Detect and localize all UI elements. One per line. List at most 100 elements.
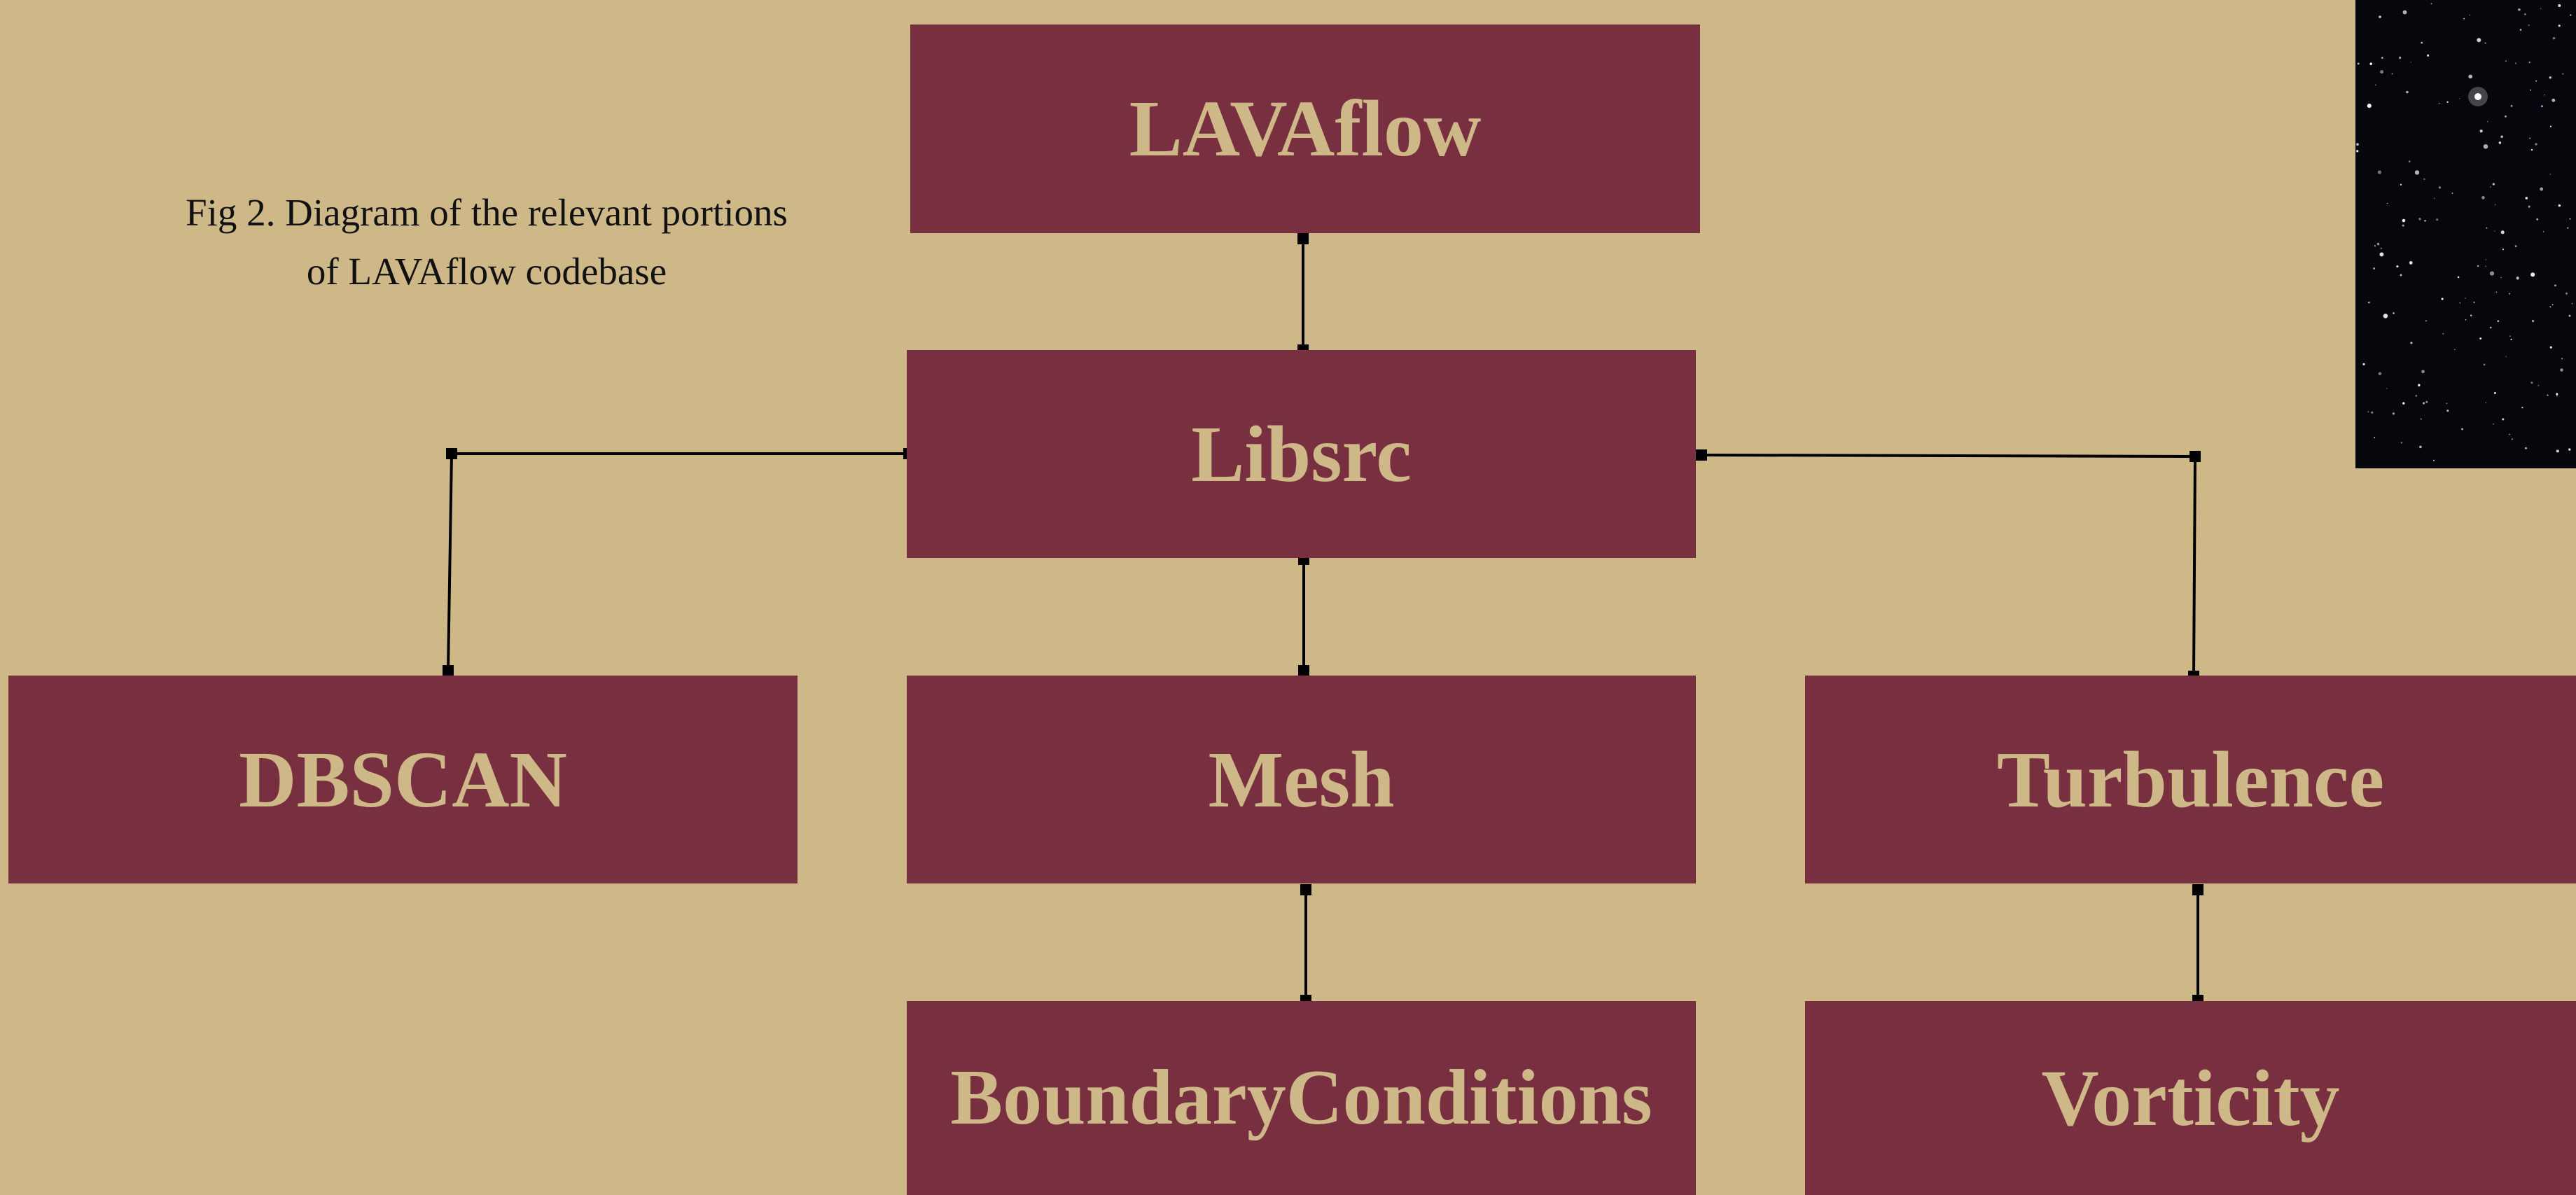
- star: [2498, 141, 2502, 144]
- star: [2484, 42, 2486, 44]
- star: [2362, 363, 2365, 365]
- star: [2479, 130, 2483, 133]
- star: [2469, 14, 2471, 16]
- star: [2500, 277, 2502, 279]
- star: [2479, 337, 2482, 340]
- star: [2521, 407, 2523, 409]
- star: [2379, 15, 2381, 18]
- star: [2402, 218, 2406, 223]
- star: [2518, 8, 2521, 11]
- star: [2383, 314, 2388, 319]
- star: [2551, 98, 2556, 102]
- star: [2369, 62, 2372, 65]
- star: [2419, 445, 2422, 449]
- star: [2495, 291, 2498, 293]
- star: [2398, 56, 2402, 60]
- star: [2381, 57, 2383, 60]
- star: [2556, 449, 2559, 453]
- star: [2446, 403, 2448, 405]
- star: [2483, 144, 2488, 149]
- edge-libsrc-turbulence: [1701, 454, 2197, 677]
- star: [2509, 433, 2510, 435]
- star: [2400, 183, 2402, 186]
- star: [2486, 227, 2488, 229]
- star: [2421, 370, 2425, 374]
- star: [2409, 260, 2413, 265]
- star: [2393, 312, 2395, 314]
- star: [2492, 183, 2495, 186]
- star: [2427, 54, 2430, 57]
- star: [2540, 8, 2542, 9]
- star: [2438, 186, 2442, 189]
- star: [2425, 320, 2428, 322]
- star: [2473, 301, 2475, 303]
- star: [2430, 3, 2432, 5]
- star: [2505, 356, 2507, 357]
- star: [2423, 178, 2425, 181]
- star: [2433, 460, 2435, 461]
- star: [2368, 301, 2370, 304]
- star: [2530, 148, 2533, 151]
- star: [2463, 18, 2465, 20]
- star: [2468, 74, 2473, 79]
- star: [2489, 271, 2495, 276]
- star: [2441, 298, 2444, 300]
- star: [2446, 101, 2449, 103]
- star: [2558, 25, 2561, 27]
- star: [2374, 245, 2376, 247]
- star: [2560, 368, 2563, 372]
- connector-handle: [443, 665, 454, 676]
- star: [2367, 104, 2372, 109]
- star: [2551, 304, 2554, 306]
- star: [2396, 265, 2399, 268]
- star: [2414, 170, 2420, 175]
- star: [2357, 62, 2360, 65]
- node-mesh-label: Mesh: [1208, 734, 1395, 824]
- star: [2571, 302, 2573, 305]
- star: [2489, 326, 2492, 329]
- star: [2570, 14, 2572, 16]
- connector-handle: [1696, 449, 1707, 461]
- node-libsrc: Libsrc: [907, 350, 1696, 558]
- star: [2483, 363, 2486, 366]
- star: [2565, 292, 2568, 295]
- star: [2457, 276, 2460, 279]
- star: [2530, 89, 2531, 91]
- star: [2487, 120, 2488, 123]
- star: [2510, 338, 2512, 340]
- star: [2379, 252, 2384, 257]
- node-mesh: Mesh: [907, 676, 1696, 883]
- star: [2530, 272, 2535, 277]
- star: [2558, 4, 2561, 7]
- star: [2568, 448, 2571, 451]
- star: [2436, 218, 2439, 221]
- star: [2356, 150, 2359, 153]
- star: [2415, 395, 2418, 397]
- figure-caption: Fig 2. Diagram of the relevant portions …: [126, 183, 847, 301]
- star: [2493, 391, 2496, 394]
- star: [2509, 335, 2511, 337]
- star: [2454, 349, 2456, 350]
- star: [2549, 306, 2551, 308]
- star: [2402, 10, 2407, 15]
- star: [2451, 193, 2453, 194]
- star: [2376, 242, 2380, 246]
- connector-handle: [1297, 233, 1309, 244]
- node-dbscan: DBSCAN: [8, 676, 798, 883]
- star: [2500, 230, 2505, 235]
- star: [2418, 218, 2421, 221]
- star: [2505, 60, 2507, 62]
- star: [2377, 170, 2382, 174]
- caption-line-1: Fig 2. Diagram of the relevant portions: [186, 191, 788, 234]
- star: [2386, 388, 2388, 389]
- star: [2524, 13, 2526, 15]
- node-dbscan-label: DBSCAN: [239, 734, 567, 824]
- edge-libsrc-dbscan: [447, 452, 909, 671]
- star: [2562, 73, 2564, 75]
- star: [2371, 411, 2374, 414]
- star: [2442, 333, 2444, 335]
- star: [2549, 346, 2552, 349]
- star: [2500, 135, 2503, 138]
- star: [2537, 384, 2540, 386]
- star: [2561, 358, 2563, 360]
